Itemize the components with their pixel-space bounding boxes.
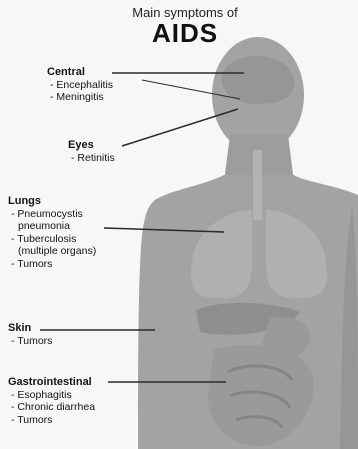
label-gastro-item: - Esophagitis <box>8 389 95 402</box>
label-lungs-item: - Pneumocystis <box>8 208 96 221</box>
label-gastro-item: - Chronic diarrhea <box>8 401 95 414</box>
label-eyes-item: - Retinitis <box>68 152 115 165</box>
label-central: Central - Encephalitis - Meningitis <box>47 66 113 104</box>
label-skin: Skin - Tumors <box>8 322 52 347</box>
label-gastro-heading: Gastrointestinal <box>8 376 95 389</box>
label-lungs: Lungs - Pneumocystis pneumonia - Tubercu… <box>8 195 96 270</box>
label-gastro-item: - Tumors <box>8 414 95 427</box>
label-lungs-item: - Tumors <box>8 258 96 271</box>
label-central-item: - Encephalitis <box>47 79 113 92</box>
label-central-heading: Central <box>47 66 113 79</box>
label-eyes-heading: Eyes <box>68 139 115 152</box>
label-central-item: - Meningitis <box>47 91 113 104</box>
label-skin-heading: Skin <box>8 322 52 335</box>
label-eyes: Eyes - Retinitis <box>68 139 115 164</box>
label-lungs-heading: Lungs <box>8 195 96 208</box>
title-line-2: AIDS <box>105 18 265 49</box>
label-gastro: Gastrointestinal - Esophagitis - Chronic… <box>8 376 95 426</box>
label-lungs-item: pneumonia <box>8 220 96 233</box>
label-lungs-item: (multiple organs) <box>8 245 96 258</box>
label-skin-item: - Tumors <box>8 335 52 348</box>
trachea-shape <box>253 150 262 220</box>
label-lungs-item: - Tuberculosis <box>8 233 96 246</box>
